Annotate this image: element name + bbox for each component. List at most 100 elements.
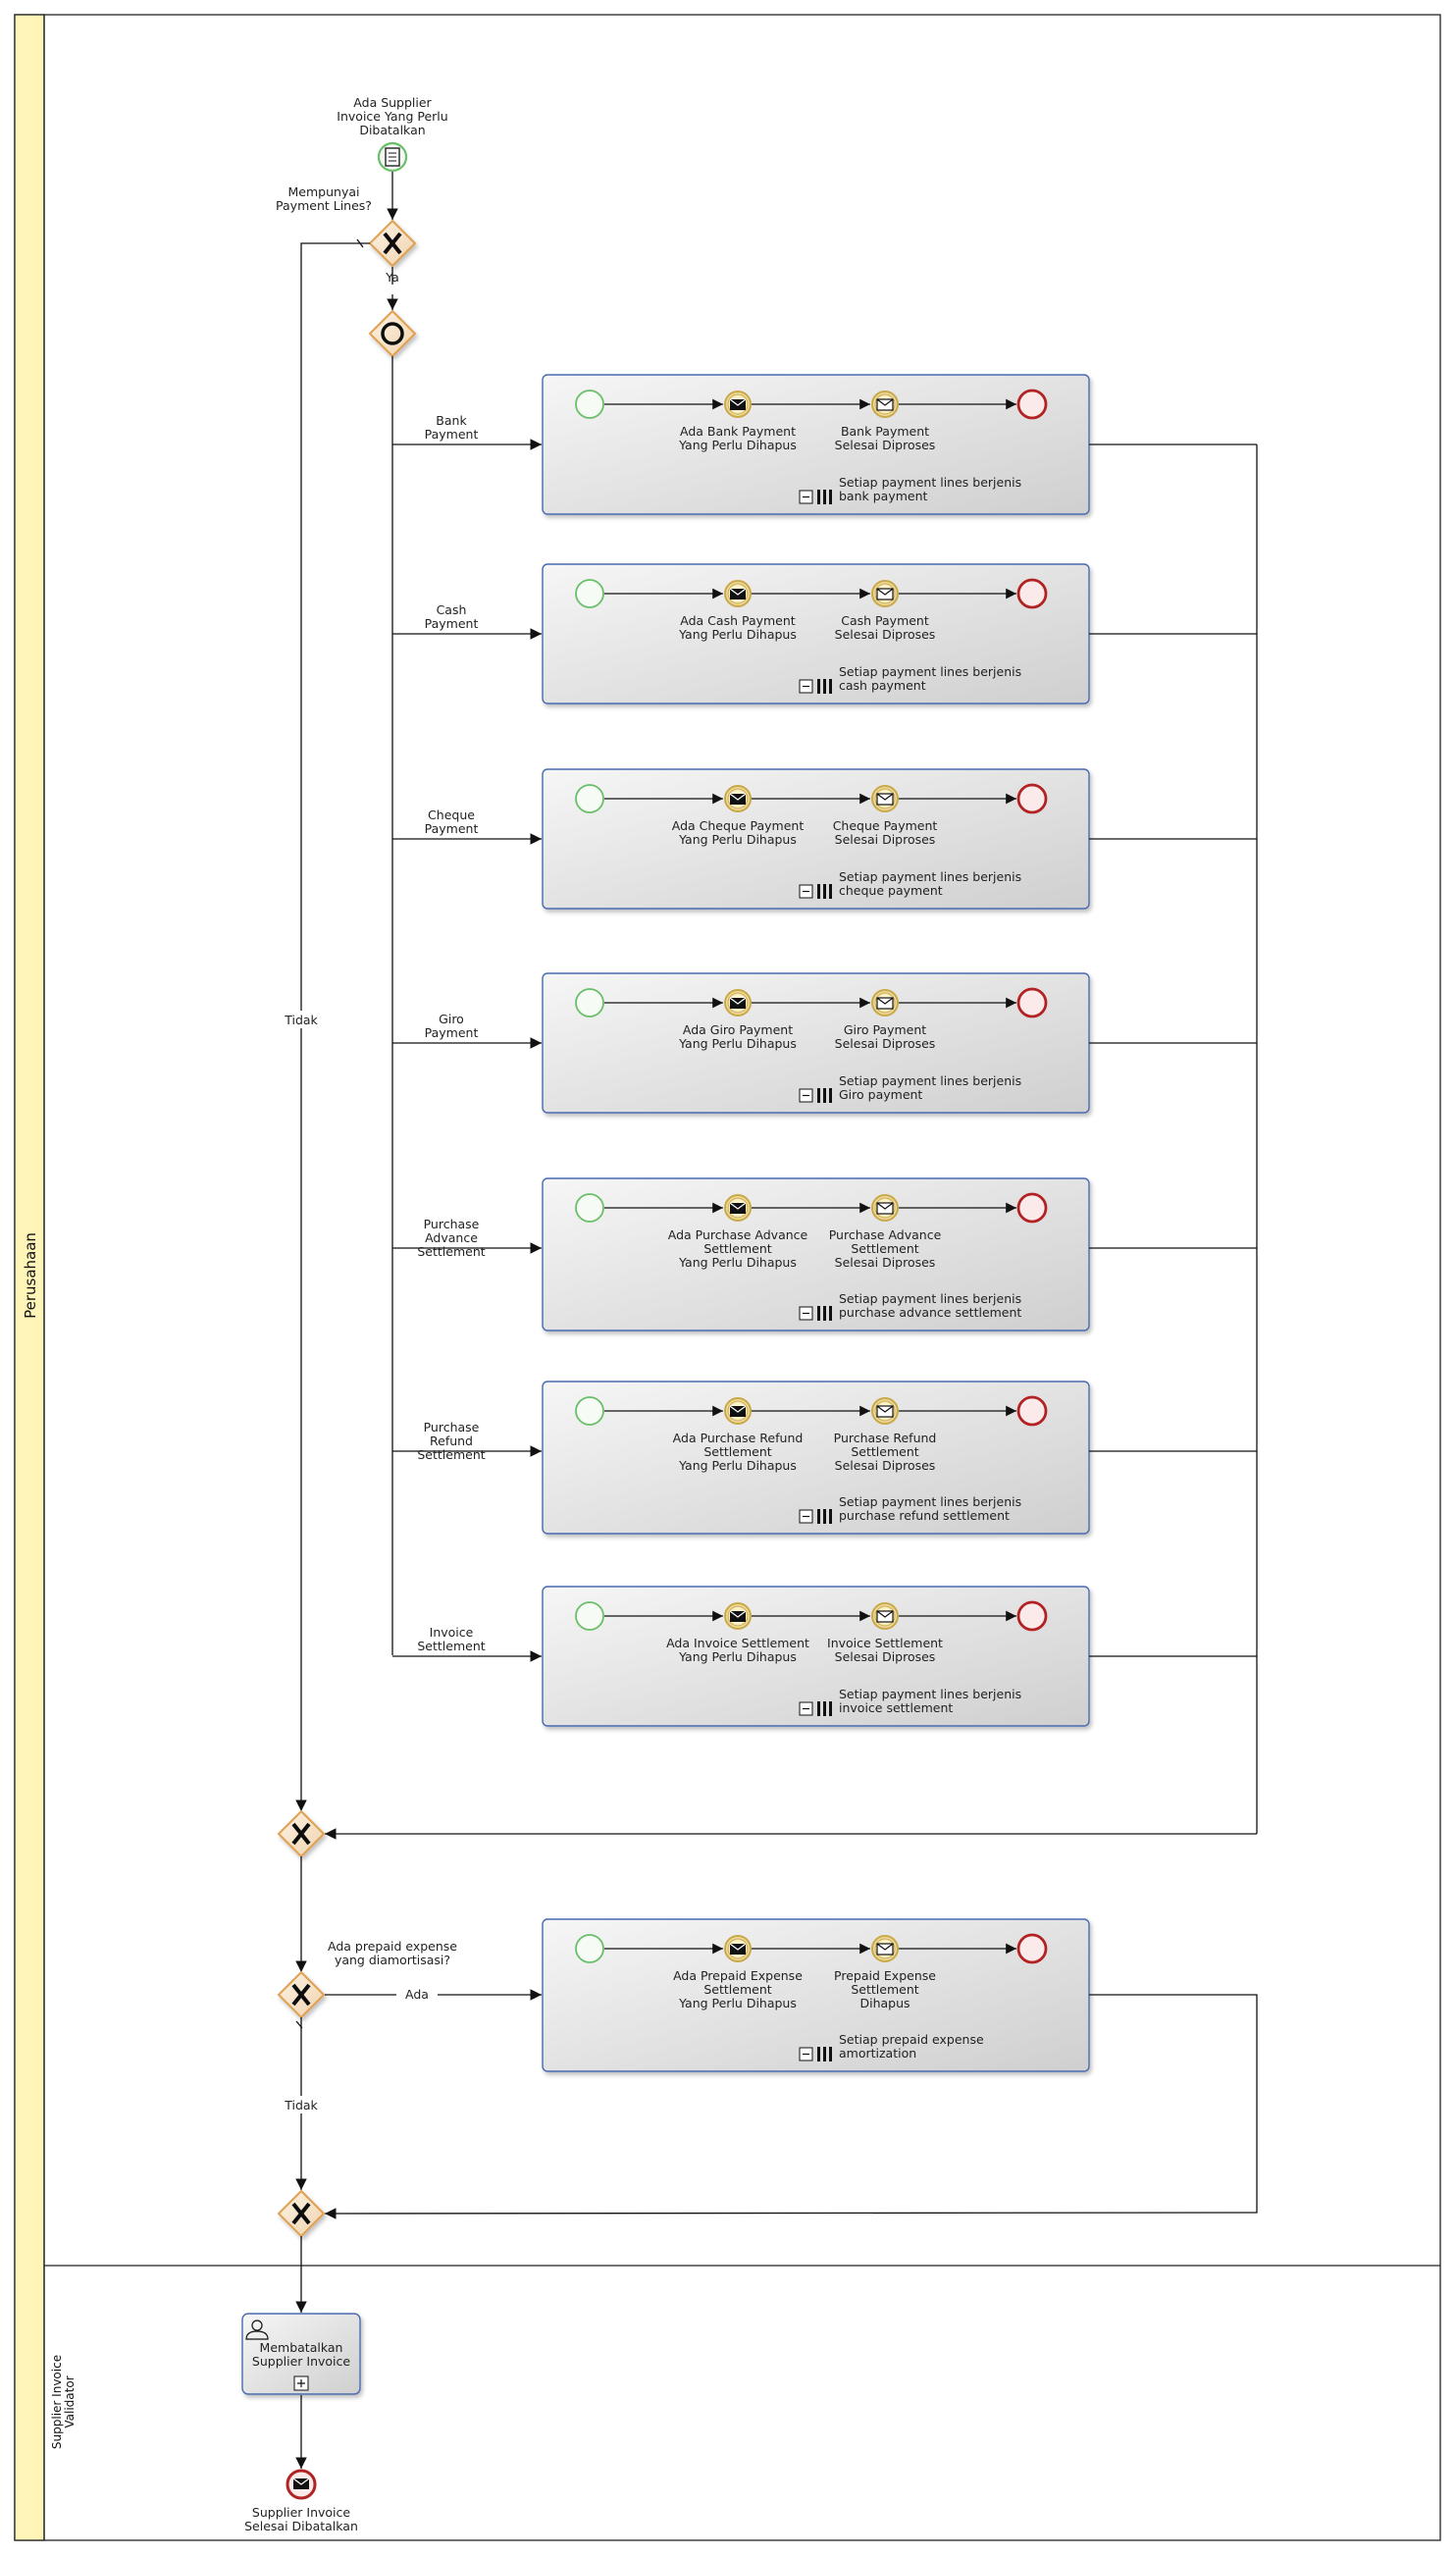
subprocess-1-multi-instance-icon bbox=[817, 679, 832, 694]
subprocess-0-start[interactable] bbox=[575, 390, 604, 419]
subprocess-6-end[interactable] bbox=[1016, 1600, 1048, 1632]
subprocess-5-collapse-icon[interactable] bbox=[799, 1509, 813, 1524]
subprocess-4-msg2-label: Selesai Diproses bbox=[835, 1255, 936, 1270]
end-event[interactable] bbox=[286, 2469, 317, 2500]
start-event-label-1: Ada Supplier bbox=[353, 95, 432, 110]
subprocess-2-catch-message-icon[interactable] bbox=[724, 785, 752, 812]
subprocess-3-message-icon[interactable] bbox=[871, 989, 899, 1017]
subprocess-0-message-icon[interactable] bbox=[871, 391, 899, 418]
subprocess-4-msg2-label: Settlement bbox=[851, 1241, 918, 1256]
subprocess-2[interactable] bbox=[542, 768, 1090, 910]
subprocess-6-start[interactable] bbox=[575, 1601, 604, 1631]
subprocess-5-loop-label: Setiap payment lines berjenis bbox=[839, 1494, 1021, 1509]
subprocess-prepaid[interactable] bbox=[542, 1918, 1090, 2072]
subprocess-5-msg2-label: Selesai Diproses bbox=[835, 1458, 936, 1473]
subprocess-2-collapse-icon[interactable] bbox=[799, 884, 813, 899]
branch-label-5: Refund bbox=[430, 1434, 473, 1448]
subprocess-5-msg2-label: Purchase Refund bbox=[834, 1431, 937, 1445]
gateway-payment-lines[interactable] bbox=[368, 219, 417, 268]
user-icon bbox=[245, 2320, 269, 2340]
subprocess-3-msg2-label: Selesai Diproses bbox=[835, 1036, 936, 1051]
subprocess-3-start[interactable] bbox=[575, 988, 604, 1017]
subprocess-1-loop-label: cash payment bbox=[839, 678, 926, 693]
branch-label-5: Purchase bbox=[424, 1420, 480, 1434]
subprocess-2-msg1-label: Ada Cheque Payment bbox=[672, 818, 805, 833]
subprocess-0-loop-label: Setiap payment lines berjenis bbox=[839, 475, 1021, 490]
subprocess-1-start[interactable] bbox=[575, 579, 604, 608]
subprocess-2-multi-instance-icon bbox=[817, 884, 832, 899]
subprocess-6-catch-message-icon[interactable] bbox=[724, 1602, 752, 1630]
subprocess-6-collapse-icon[interactable] bbox=[799, 1701, 813, 1716]
subprocess-prepaid-collapse-icon[interactable] bbox=[799, 2047, 813, 2061]
subprocess-0-msg1-label: Ada Bank Payment bbox=[680, 424, 796, 439]
subprocess-prepaid-msg1-label: Yang Perlu Dihapus bbox=[678, 1996, 797, 2010]
subprocess-prepaid-start[interactable] bbox=[575, 1934, 604, 1963]
subprocess-prepaid-catch-message-icon[interactable] bbox=[724, 1935, 752, 1962]
start-event-label-2: Invoice Yang Perlu bbox=[337, 109, 447, 124]
branch-label-2: Payment bbox=[425, 821, 479, 836]
subprocess-1-catch-message-icon[interactable] bbox=[724, 580, 752, 607]
subprocess-prepaid-end[interactable] bbox=[1016, 1933, 1048, 1964]
start-event[interactable] bbox=[377, 141, 408, 173]
subprocess-2-start[interactable] bbox=[575, 784, 604, 813]
branch-label-4: Purchase bbox=[424, 1217, 480, 1231]
expand-icon[interactable] bbox=[293, 2375, 309, 2391]
subprocess-2-end[interactable] bbox=[1016, 783, 1048, 814]
subprocess-5-start[interactable] bbox=[575, 1396, 604, 1426]
subprocess-0-msg2-label: Bank Payment bbox=[841, 424, 929, 439]
subprocess-1-msg2-label: Selesai Diproses bbox=[835, 627, 936, 642]
subprocess-prepaid-message-icon[interactable] bbox=[871, 1935, 899, 1962]
subprocess-1-loop-label: Setiap payment lines berjenis bbox=[839, 664, 1021, 679]
subprocess-0-loop-label: bank payment bbox=[839, 489, 928, 503]
subprocess-4-start[interactable] bbox=[575, 1193, 604, 1223]
subprocess-4-collapse-icon[interactable] bbox=[799, 1306, 813, 1321]
subprocess-4-catch-message-icon[interactable] bbox=[724, 1194, 752, 1222]
subprocess-prepaid-msg2-label: Dihapus bbox=[859, 1996, 910, 2010]
subprocess-5-catch-message-icon[interactable] bbox=[724, 1397, 752, 1425]
subprocess-1-msg1-label: Ada Cash Payment bbox=[680, 613, 796, 628]
subprocess-4-message-icon[interactable] bbox=[871, 1194, 899, 1222]
subprocess-6-msg2-label: Selesai Diproses bbox=[835, 1649, 936, 1664]
subprocess-1-msg2-label: Cash Payment bbox=[841, 613, 929, 628]
subprocess-2-message-icon[interactable] bbox=[871, 785, 899, 812]
subprocess-4[interactable] bbox=[542, 1177, 1090, 1331]
subprocess-4-end[interactable] bbox=[1016, 1192, 1048, 1224]
subprocess-5-message-icon[interactable] bbox=[871, 1397, 899, 1425]
flow-label-ya: Ya bbox=[385, 270, 399, 285]
gateway-prepaid-label-2: yang diamortisasi? bbox=[335, 1953, 450, 1967]
subprocess-2-loop-label: Setiap payment lines berjenis bbox=[839, 869, 1021, 884]
branch-label-1: Payment bbox=[425, 616, 479, 631]
subprocess-prepaid-msg2-label: Prepaid Expense bbox=[834, 1968, 936, 1983]
subprocess-3-catch-message-icon[interactable] bbox=[724, 989, 752, 1017]
subprocess-6[interactable] bbox=[542, 1586, 1090, 1727]
subprocess-5-end[interactable] bbox=[1016, 1395, 1048, 1427]
subprocess-5-msg1-label: Yang Perlu Dihapus bbox=[678, 1458, 797, 1473]
subprocess-6-message-icon[interactable] bbox=[871, 1602, 899, 1630]
subprocess-1-message-icon[interactable] bbox=[871, 580, 899, 607]
subprocess-3-loop-label: Setiap payment lines berjenis bbox=[839, 1073, 1021, 1088]
subprocess-1-collapse-icon[interactable] bbox=[799, 679, 813, 694]
branch-label-0: Payment bbox=[425, 427, 479, 442]
subprocess-5-msg1-label: Settlement bbox=[703, 1444, 771, 1459]
subprocess-3-end[interactable] bbox=[1016, 987, 1048, 1018]
subprocess-1[interactable] bbox=[542, 563, 1090, 704]
subprocess-0-catch-message-icon[interactable] bbox=[724, 391, 752, 418]
subprocess-0-msg1-label: Yang Perlu Dihapus bbox=[678, 438, 797, 452]
subprocess-4-msg1-label: Ada Purchase Advance bbox=[668, 1227, 808, 1242]
user-task-label-2: Supplier Invoice bbox=[252, 2354, 350, 2369]
subprocess-5-loop-label: purchase refund settlement bbox=[839, 1508, 1010, 1523]
branch-label-6: Settlement bbox=[417, 1639, 485, 1653]
user-task-cancel-invoice[interactable] bbox=[241, 2313, 361, 2395]
subprocess-0-end[interactable] bbox=[1016, 389, 1048, 420]
subprocess-3[interactable] bbox=[542, 972, 1090, 1114]
lane-name-perusahaan: Perusahaan bbox=[22, 1232, 39, 1319]
branch-label-5: Settlement bbox=[417, 1447, 485, 1462]
subprocess-3-collapse-icon[interactable] bbox=[799, 1088, 813, 1103]
subprocess-0-collapse-icon[interactable] bbox=[799, 490, 813, 504]
subprocess-1-end[interactable] bbox=[1016, 578, 1048, 609]
end-event-label-1: Supplier Invoice bbox=[252, 2505, 350, 2520]
subprocess-0[interactable] bbox=[542, 374, 1090, 515]
subprocess-prepaid-loop-label: Setiap prepaid expense bbox=[839, 2032, 984, 2047]
subprocess-5[interactable] bbox=[542, 1381, 1090, 1535]
